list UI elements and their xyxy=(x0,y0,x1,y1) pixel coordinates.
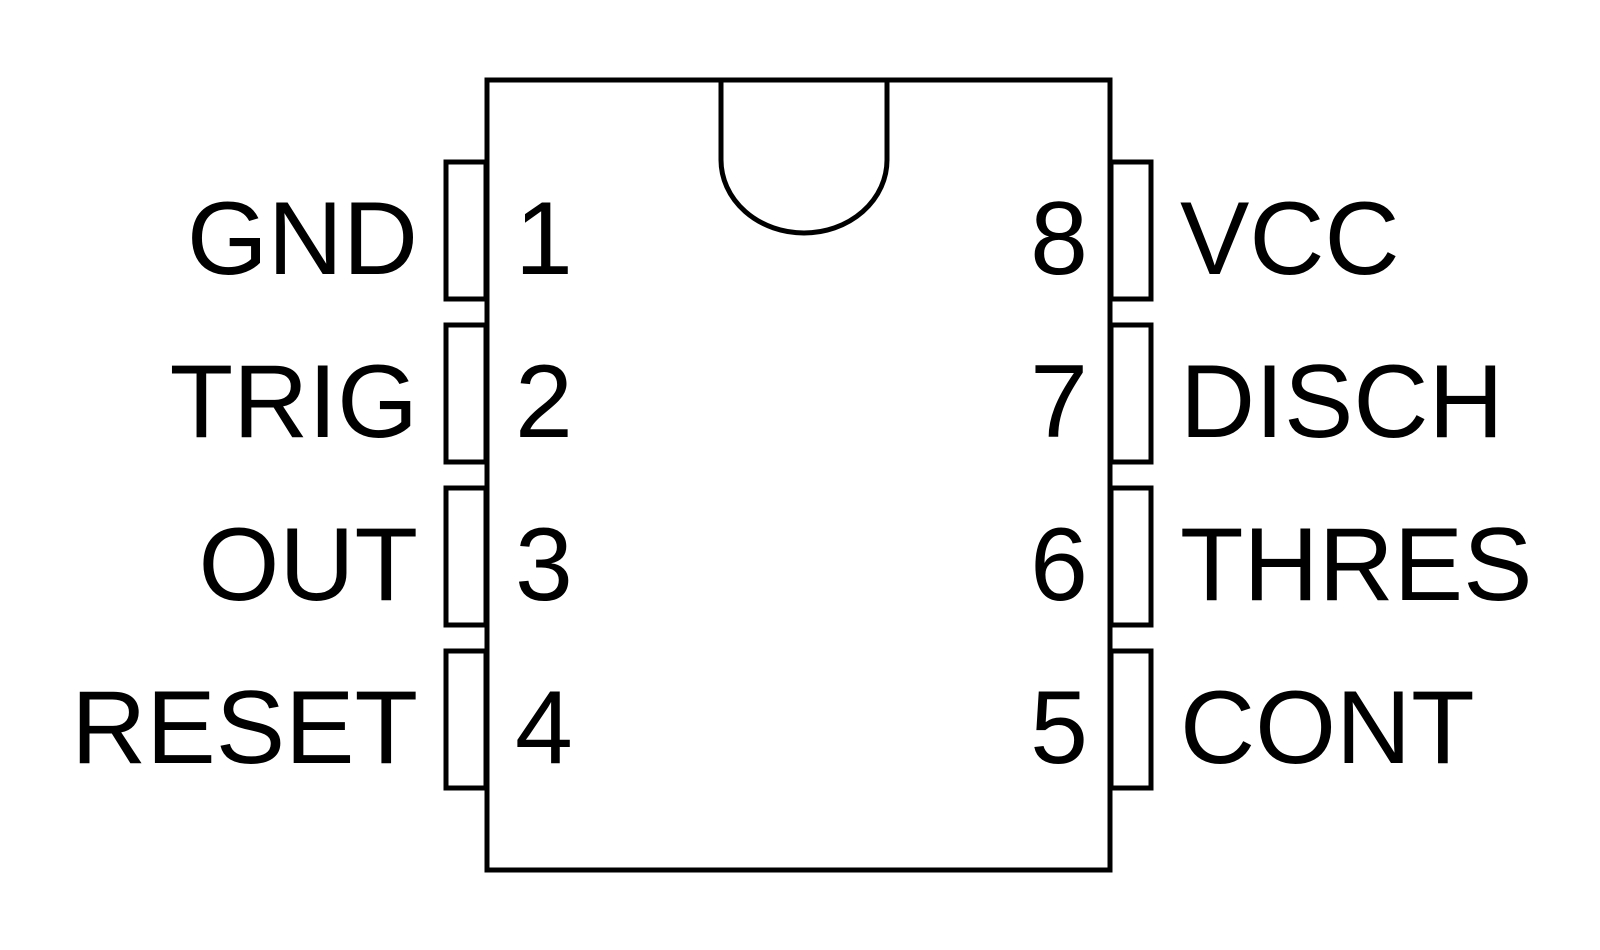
pin-3-lead xyxy=(443,485,489,628)
pin-4-name: RESET xyxy=(71,670,418,786)
pin-4-lead xyxy=(443,648,489,791)
pin-5-number: 5 xyxy=(1030,670,1088,786)
pin-6-number: 6 xyxy=(1030,507,1088,623)
chip-notch xyxy=(718,82,890,236)
chip-body xyxy=(484,77,1113,873)
pin-5-lead xyxy=(1108,648,1154,791)
pin-2-lead xyxy=(443,322,489,465)
pin-3-number: 3 xyxy=(515,507,573,623)
pin-5-name: CONT xyxy=(1180,670,1475,786)
pin-8-number: 8 xyxy=(1030,181,1088,297)
pin-8-lead xyxy=(1108,159,1154,302)
pin-2-name: TRIG xyxy=(170,344,418,460)
pin-6-name: THRES xyxy=(1180,507,1532,623)
pin-7-lead xyxy=(1108,322,1154,465)
pin-4-number: 4 xyxy=(515,670,573,786)
pin-1-lead xyxy=(443,159,489,302)
pin-2-number: 2 xyxy=(515,344,573,460)
pin-1-number: 1 xyxy=(515,181,573,297)
pin-7-name: DISCH xyxy=(1180,344,1504,460)
pin-1-name: GND xyxy=(187,181,418,297)
pin-8-name: VCC xyxy=(1180,181,1400,297)
pin-6-lead xyxy=(1108,485,1154,628)
pin-3-name: OUT xyxy=(198,507,418,623)
pin-7-number: 7 xyxy=(1030,344,1088,460)
